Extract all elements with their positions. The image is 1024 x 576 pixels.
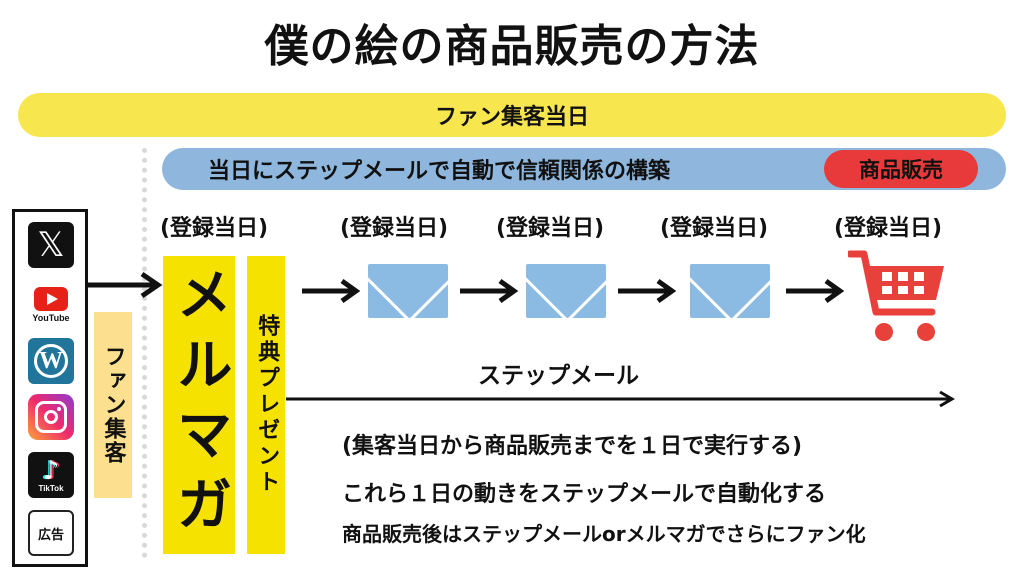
note-line: これら１日の動きをステップメールで自動化する <box>342 482 827 507</box>
fan-day-label: ファン集客当日 <box>434 105 589 130</box>
sales-label: 商品販売 <box>859 158 943 182</box>
mail-envelope-icon <box>690 264 770 318</box>
flow-arrow <box>786 278 845 304</box>
page-title: 僕の絵の商品販売の方法 <box>264 21 760 72</box>
ad-label: 広告 <box>37 527 64 543</box>
step-mail-label: ステップメール <box>478 363 639 389</box>
mail-envelope-icon <box>368 264 448 318</box>
gift-label: 特典プレゼント <box>247 256 285 554</box>
step-mail-arrow <box>286 390 955 408</box>
gift-text: 特典プレゼント <box>254 314 280 496</box>
note-line: (集客当日から商品販売までを１日で実行する) <box>342 434 803 459</box>
shopping-cart-icon <box>848 250 944 341</box>
arrow-to-mailmag <box>88 271 163 299</box>
automation-label: 当日にステップメールで自動で信頼関係の構築 <box>208 159 671 184</box>
registration-day-label: (登録当日) <box>496 216 605 241</box>
mail-envelope-icon <box>526 264 606 318</box>
ad-icon: 広告 <box>28 510 74 556</box>
youtube-icon: YouTube <box>28 282 74 328</box>
registration-day-label: (登録当日) <box>160 216 269 241</box>
note-line: 商品販売後はステップメールorメルマガでさらにファン化 <box>342 522 866 546</box>
registration-day-label: (登録当日) <box>660 216 769 241</box>
flow-arrow <box>618 278 677 304</box>
flow-arrow <box>460 278 519 304</box>
sales-pill: 商品販売 <box>824 150 978 188</box>
tiktok-icon: ♪ TikTok <box>28 452 74 498</box>
divider-dotted <box>142 148 147 558</box>
mailmag-text: メルマガ <box>167 265 232 545</box>
fan-acquisition-text: ファン集客 <box>100 345 126 465</box>
registration-day-label: (登録当日) <box>340 216 449 241</box>
flow-arrow <box>302 278 361 304</box>
wordpress-icon: W <box>28 338 74 384</box>
x-icon: 𝕏 <box>28 222 74 268</box>
fan-day-band: ファン集客当日 <box>18 93 1006 137</box>
fan-acquisition-label: ファン集客 <box>94 312 132 498</box>
instagram-icon <box>28 394 74 440</box>
registration-day-label: (登録当日) <box>834 216 943 241</box>
tiktok-label: TikTok <box>38 483 64 493</box>
mailmag-label: メルマガ <box>163 256 235 554</box>
youtube-label: YouTube <box>32 313 70 323</box>
social-channels-box: 𝕏 YouTube W ♪ TikTok 広告 <box>12 209 88 567</box>
